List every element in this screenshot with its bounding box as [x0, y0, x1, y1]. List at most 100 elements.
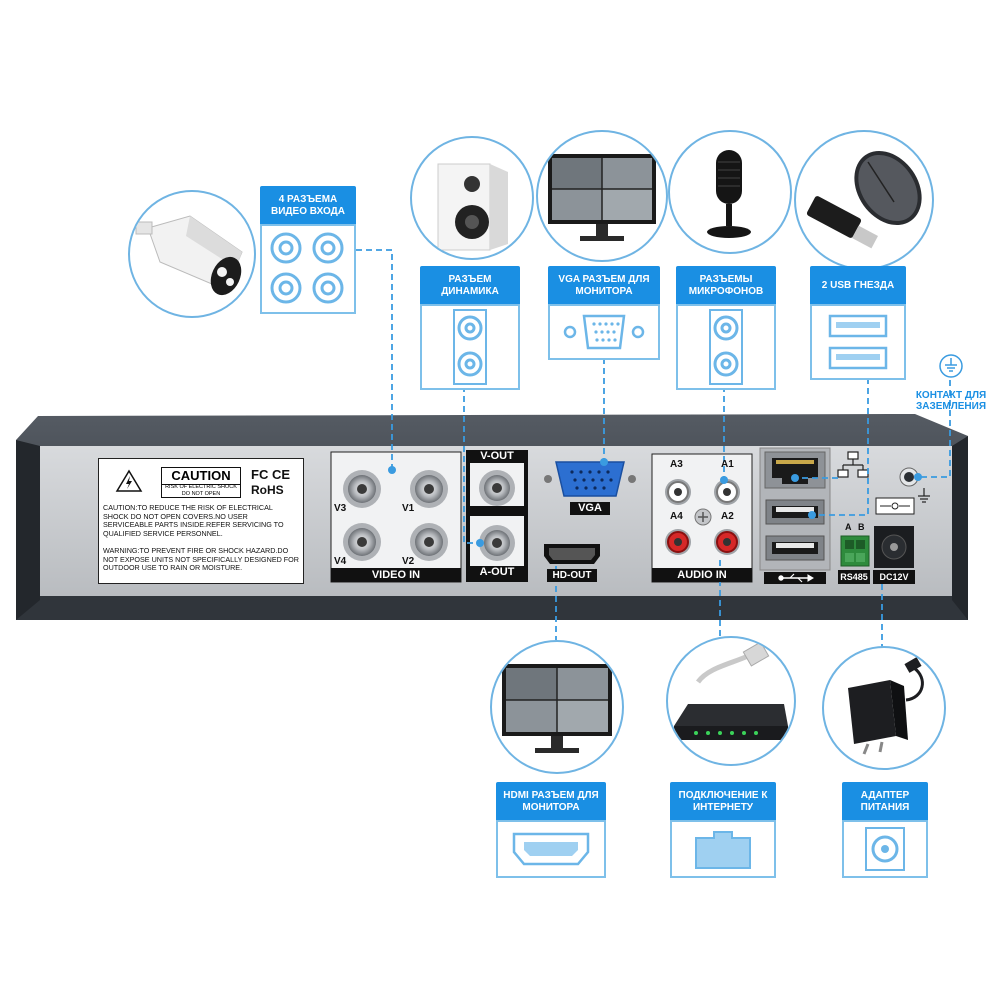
label-rs485-a: A [845, 522, 852, 532]
speaker-circle [410, 136, 534, 260]
ethernet-port[interactable] [764, 451, 826, 489]
label-audio-in: AUDIO IN [652, 569, 752, 582]
tag-usb: 2 USB ГНЕЗДА [810, 266, 906, 306]
callout-hdmi [496, 820, 606, 878]
label-a-out: A-OUT [466, 566, 528, 579]
tag-vga: VGA РАЗЪЕМ ДЛЯ МОНИТОРА [548, 266, 660, 306]
usb-mouse-icon [806, 150, 922, 249]
caution-title: CAUTION [161, 467, 241, 485]
rca-connector-a4[interactable] [665, 529, 691, 555]
callout-vga [548, 304, 660, 360]
bnc-connector-aout[interactable] [479, 525, 515, 561]
tag-power: АДАПТЕР ПИТАНИЯ [842, 782, 928, 822]
warning-text: WARNING:TO PREVENT FIRE OR SHOCK HAZARD.… [103, 546, 299, 573]
leader-dot-ground [914, 473, 922, 481]
bnc-connector-v2[interactable] [410, 523, 448, 561]
callout-mic [676, 304, 776, 390]
mouse-circle [794, 130, 934, 270]
leader-dot-lan [791, 474, 799, 482]
vga-connector-icon [563, 314, 645, 350]
callout-speaker [420, 304, 520, 390]
dc-jack-icon [865, 827, 905, 871]
monitor-icon [548, 154, 656, 241]
callout-internet [670, 820, 776, 878]
microphone-icon [707, 150, 751, 238]
usb-port-1[interactable] [765, 499, 825, 525]
leader-dot-mic [720, 476, 728, 484]
power-adapter-circle [822, 646, 946, 770]
label-v3: V3 [334, 503, 347, 514]
ground-label: КОНТАКТ ДЛЯ ЗАЗЕМЛЕНИЯ [915, 390, 987, 412]
leader-dot-video [388, 466, 396, 474]
leader-lines [356, 249, 951, 648]
power-adapter-icon [848, 653, 931, 755]
caution-text: CAUTION:TO REDUCE THE RISK OF ELECTRICAL… [103, 503, 284, 538]
ground-callout-icon [939, 354, 963, 378]
rca-connector-a2[interactable] [714, 529, 740, 555]
router-circle [666, 636, 796, 766]
router-icon [674, 641, 788, 740]
hdmi-connector-icon [512, 832, 590, 866]
usb-ports-icon [828, 314, 888, 370]
rohs-mark: RoHS [251, 483, 284, 497]
speaker-jack-icon [453, 309, 487, 385]
mic-jack-icon [709, 309, 743, 385]
vga-monitor-circle [536, 130, 668, 262]
tag-hdmi: HDMI РАЗЪЕМ ДЛЯ МОНИТОРА [496, 782, 606, 822]
label-a2: A2 [721, 511, 734, 522]
dc-power-jack[interactable] [874, 526, 914, 568]
leader-ground [918, 380, 951, 478]
ethernet-port-icon [695, 831, 751, 869]
tag-mic: РАЗЪЕМЫ МИКРОФОНОВ [676, 266, 776, 306]
label-hd-out: HD-OUT [547, 569, 597, 582]
rca-connector-a1[interactable] [714, 479, 740, 505]
bnc-connector-v3[interactable] [343, 470, 381, 508]
tag-internet: ПОДКЛЮЧЕНИЕ К ИНТЕРНЕТУ [670, 782, 776, 822]
bnc-grid-icon [270, 232, 344, 304]
ground-terminal[interactable] [899, 467, 919, 487]
bnc-connector-v4[interactable] [343, 523, 381, 561]
label-v-out: V-OUT [466, 450, 528, 463]
camera-circle [128, 190, 256, 318]
vout-aout-block [466, 450, 528, 582]
tag-speaker: РАЗЪЕМ ДИНАМИКА [420, 266, 520, 306]
screw-icon [694, 508, 712, 526]
caution-label: CAUTION RISK OF ELECTRIC SHOCK DO NOT OP… [98, 458, 304, 584]
hdmi-monitor-circle [490, 640, 624, 774]
speaker-icon [437, 163, 508, 251]
dc-polarity-icon [875, 497, 915, 515]
tag-video-in: 4 РАЗЪЕМА ВИДЕО ВХОДА [260, 186, 356, 226]
leader-dot-vga [600, 458, 608, 466]
hdmi-port[interactable] [544, 544, 600, 564]
bullet-camera-icon [135, 215, 243, 296]
caution-subtitle: RISK OF ELECTRIC SHOCK DO NOT OPEN [161, 484, 241, 498]
label-rs485: RS485 [838, 571, 870, 584]
bnc-connector-v1[interactable] [410, 470, 448, 508]
callout-usb [810, 304, 906, 380]
rs485-terminal[interactable] [840, 535, 870, 567]
callout-video-in [260, 224, 356, 314]
label-v1: V1 [402, 503, 415, 514]
warning-triangle-icon [115, 469, 143, 492]
label-a3: A3 [670, 459, 683, 470]
rca-connector-a3[interactable] [665, 479, 691, 505]
fc-ce-mark: FC CE [251, 467, 290, 482]
leader-usb [812, 378, 869, 516]
label-v2: V2 [402, 556, 415, 567]
leader-dot-aout [476, 539, 484, 547]
leader-video-in [356, 249, 393, 470]
usb-port-2[interactable] [765, 535, 825, 561]
usb-symbol-icon [778, 573, 814, 583]
label-a1: A1 [721, 459, 734, 470]
bnc-connector-vout[interactable] [479, 470, 515, 506]
video-in-block [330, 451, 462, 583]
label-rs485-b: B [858, 522, 865, 532]
callout-power [842, 820, 928, 878]
monitor-icon [502, 664, 612, 753]
label-v4: V4 [334, 556, 347, 567]
label-dc12v: DC12V [873, 571, 915, 584]
microphone-circle [668, 130, 792, 254]
label-video-in: VIDEO IN [331, 569, 461, 582]
label-a4: A4 [670, 511, 683, 522]
leader-dot-usb [808, 511, 816, 519]
